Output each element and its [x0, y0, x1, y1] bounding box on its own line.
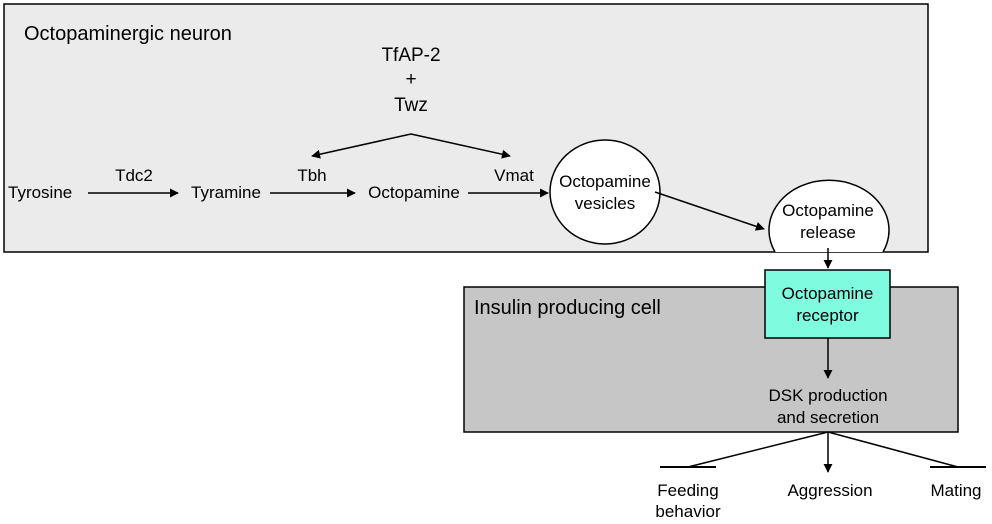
regulator-twz-label: Twz — [394, 95, 428, 116]
vesicles-label-line1: Octopamine — [559, 172, 651, 191]
release-label-line1: Octopamine — [782, 201, 874, 220]
mating-label: Mating — [930, 481, 982, 500]
vmat-transporter-label: Vmat — [494, 166, 534, 185]
dsk-to-mating-inhibition — [827, 431, 959, 468]
feeding-behavior-label-line1: Feeding — [657, 481, 719, 500]
regulators-to-vmat-arrow — [410, 133, 511, 159]
dsk-to-feeding-inhibition — [687, 431, 829, 468]
aggression-label: Aggression — [787, 481, 873, 500]
vesicles-label-line2: vesicles — [574, 194, 636, 213]
octopamine-vesicles-circle — [549, 139, 661, 245]
tbh-enzyme-label: Tbh — [297, 166, 327, 185]
octopaminergic-neuron-label: Octopaminergic neuron — [24, 23, 232, 45]
receptor-label-line2: receptor — [796, 306, 859, 325]
tdc2-enzyme-label: Tdc2 — [115, 166, 153, 185]
regulators-to-tbh-arrow — [311, 133, 412, 159]
receptor-label-line1: Octopamine — [781, 284, 874, 303]
octopamine-receptor-box — [764, 269, 891, 339]
regulator-tfap2-label: TfAP-2 — [381, 45, 441, 66]
tyrosine-label: Tyrosine — [8, 183, 73, 202]
regulator-plus-label: + — [405, 69, 417, 90]
feeding-behavior-label-line2: behavior — [655, 502, 721, 521]
octopamine-label: Octopamine — [368, 183, 460, 202]
dsk-label-line1: DSK production — [768, 386, 888, 405]
dsk-label-line2: and secretion — [776, 408, 880, 427]
vesicles-to-release-arrow — [654, 191, 765, 231]
release-label-line2: release — [800, 223, 856, 242]
tyramine-label: Tyramine — [191, 183, 261, 202]
insulin-producing-cell-label: Insulin producing cell — [474, 297, 661, 319]
octopamine-release-bulge — [768, 179, 890, 253]
